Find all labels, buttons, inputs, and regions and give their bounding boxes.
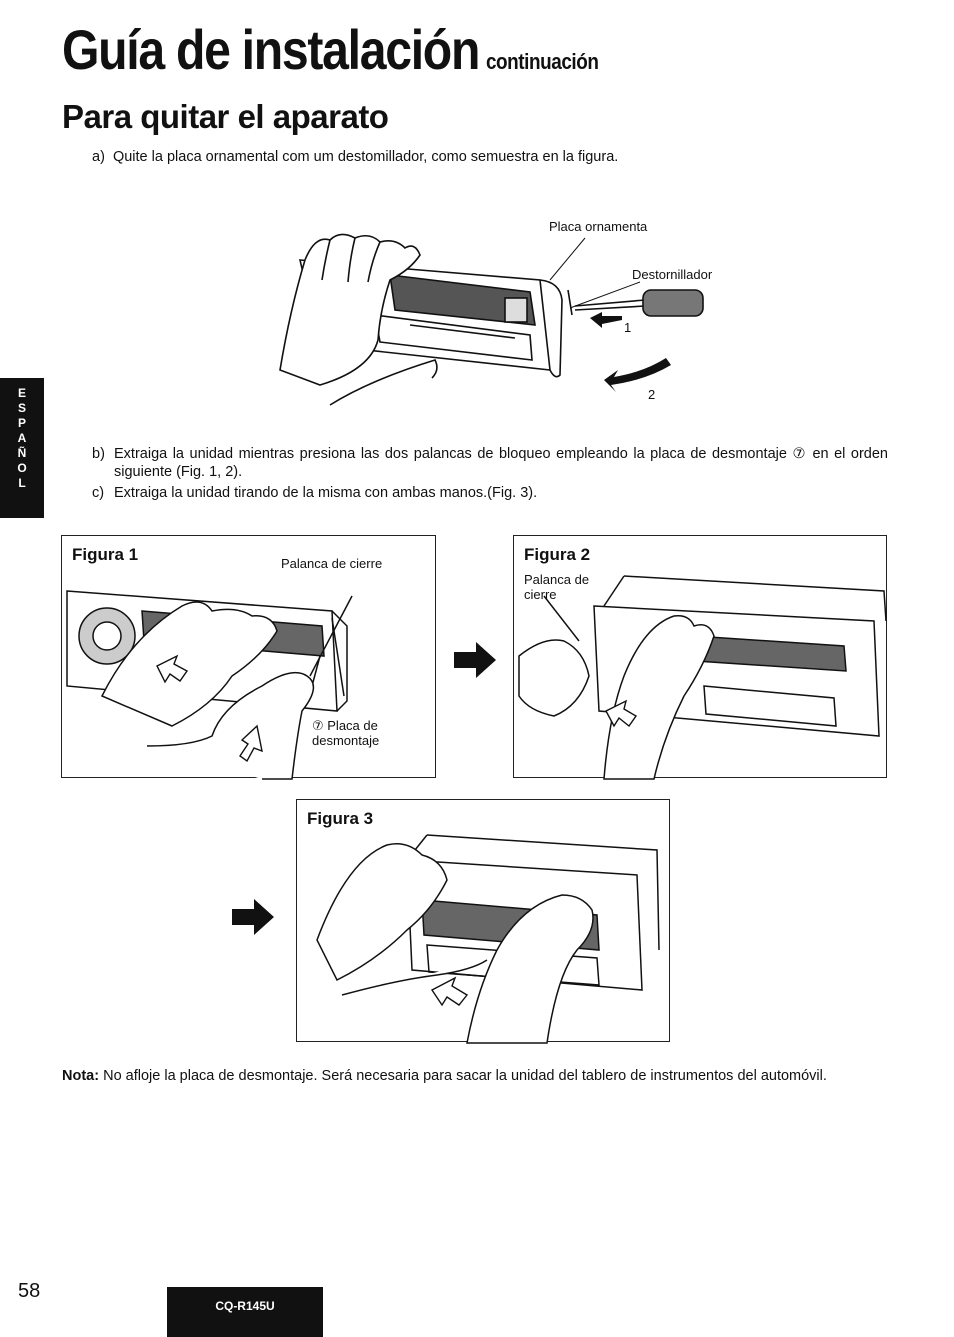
section-title: Para quitar el aparato <box>62 98 389 135</box>
page-number: 58 <box>18 1280 41 1302</box>
figure-1-illustration <box>66 590 353 780</box>
note-label: Nota: <box>62 1068 100 1084</box>
figure-1: Figura 1 Palanca de cierre ⑦ Placa de de… <box>61 535 436 780</box>
figure-3: Figura 3 <box>296 799 670 1044</box>
step-c-text: Extraiga la unidad tirando de la misma c… <box>114 485 538 501</box>
step-a-marker: a) <box>92 149 105 165</box>
figure-3-title: Figura 3 <box>307 809 374 828</box>
step-a-text: Quite la placa ornamental com um destomi… <box>112 149 619 165</box>
removal-illustration <box>279 233 704 406</box>
figure-1-title: Figura 1 <box>72 545 139 564</box>
label-screwdriver: Destornillador <box>632 267 713 282</box>
label-ornamental-plate: Placa ornamenta <box>549 219 648 234</box>
arrow-right-icon <box>454 642 496 678</box>
side-tab-letter: S <box>17 401 26 415</box>
figure-1-label-plate: ⑦ Placa de desmontaje <box>312 718 380 748</box>
step-b: b) Extraiga la unidad mientras presiona … <box>92 445 888 481</box>
figure-2-label-lever: Palanca de cierre <box>524 572 590 602</box>
step-b-text: Extraiga la unidad mientras presiona las… <box>114 446 888 480</box>
side-tab-letter: E <box>17 386 26 400</box>
side-tab-letter: Ñ <box>17 446 27 460</box>
label-step-2: 2 <box>648 387 656 402</box>
figure-1-label-lever: Palanca de cierre <box>281 556 383 571</box>
figure-3-illustration <box>316 834 660 1044</box>
note: Nota: No afloje la placa de desmontaje. … <box>62 1067 892 1085</box>
note-text: No afloje la placa de desmontaje. Será n… <box>99 1068 827 1084</box>
side-tab-letter: P <box>17 416 26 430</box>
model-badge: CQ-R145U <box>167 1287 323 1337</box>
figure-2-title: Figura 2 <box>524 545 591 564</box>
title-continued: continuación <box>485 49 599 74</box>
title-text: Guía de instalación <box>62 18 480 81</box>
step-c-marker: c) <box>92 485 105 501</box>
step-c: c) Extraiga la unidad tirando de la mism… <box>92 484 888 502</box>
label-step-1: 1 <box>624 320 632 335</box>
figure-2-illustration <box>518 575 887 780</box>
side-tab-letter: A <box>17 431 27 445</box>
side-tab-letter: O <box>17 461 27 475</box>
step-b-marker: b) <box>92 446 105 462</box>
side-tab-letter: L <box>18 476 26 490</box>
step-a: a) Quite la placa ornamental com um dest… <box>92 148 892 166</box>
figure-2: Figura 2 Palanca de cierre <box>513 535 887 780</box>
language-side-tab: E S P A Ñ O L <box>0 378 44 518</box>
arrow-right-icon <box>232 899 274 935</box>
